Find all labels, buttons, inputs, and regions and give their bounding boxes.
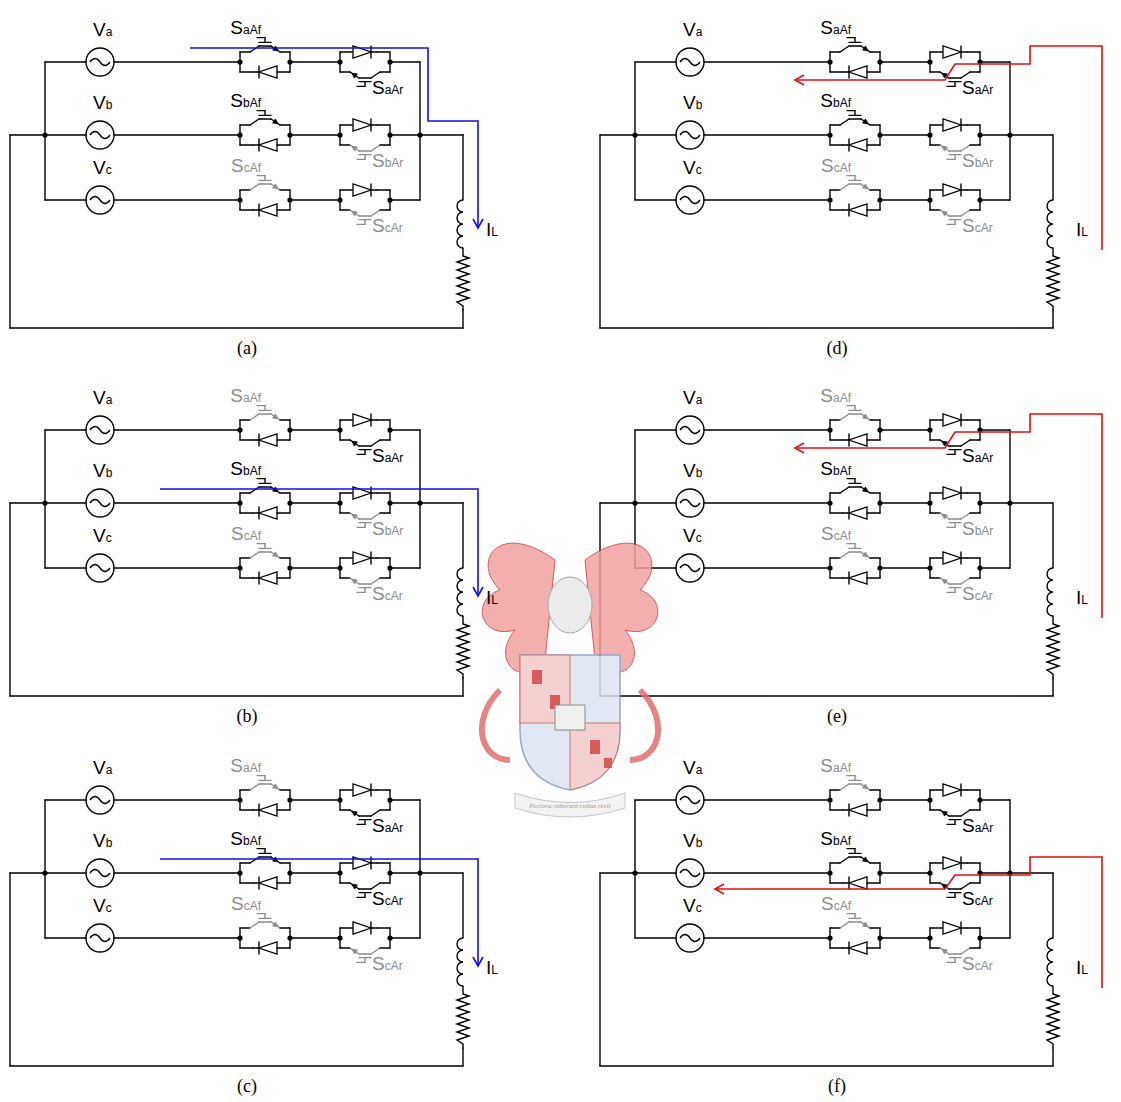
switch-label: SaAf	[230, 18, 261, 39]
source-label: Vc	[93, 896, 112, 917]
panel-label: (f)	[828, 1076, 846, 1097]
current-label: IL	[1076, 588, 1088, 609]
switch-label: ScAr	[372, 584, 403, 605]
switch-label: SaAr	[962, 816, 993, 837]
switch-label: SbAr	[372, 519, 403, 540]
switch-label: ScAf	[821, 156, 851, 177]
source-label: Vc	[683, 158, 702, 179]
switch-label: SaAf	[820, 18, 851, 39]
source-label: Va	[93, 388, 112, 409]
source-label: Vc	[93, 158, 112, 179]
crest-motto: Pectora roborant cultus recti	[529, 802, 610, 810]
current-label: IL	[486, 220, 498, 241]
panel-label: (e)	[827, 706, 847, 727]
switch-label: SbAr	[962, 151, 993, 172]
source-label: Vc	[683, 526, 702, 547]
switch-label: SaAf	[230, 386, 261, 407]
switch-label: SaAf	[820, 386, 851, 407]
switch-label: ScAf	[821, 524, 851, 545]
switch-label: ScAr	[962, 216, 993, 237]
source-label: Vb	[93, 93, 112, 114]
switch-label: SaAr	[372, 816, 403, 837]
switch-label: SbAf	[230, 459, 261, 480]
switch-label: ScAf	[231, 156, 261, 177]
source-label: Vb	[683, 831, 702, 852]
switch-label: SbAf	[820, 459, 851, 480]
switch-label: SaAr	[962, 78, 993, 99]
switch-label: ScAf	[231, 894, 261, 915]
switch-label: SaAr	[372, 78, 403, 99]
source-label: Vb	[93, 831, 112, 852]
current-label: IL	[486, 588, 498, 609]
switch-label: SbAr	[962, 519, 993, 540]
switch-label: ScAr	[372, 889, 403, 910]
source-label: Va	[93, 758, 112, 779]
panel-label: (a)	[237, 338, 257, 359]
panel-label: (b)	[237, 706, 258, 727]
current-label: IL	[1076, 958, 1088, 979]
switch-label: SbAr	[372, 151, 403, 172]
switch-label: SbAf	[230, 829, 261, 850]
switch-label: ScAf	[231, 524, 261, 545]
current-label: IL	[486, 958, 498, 979]
switch-label: SaAr	[372, 446, 403, 467]
source-label: Va	[93, 20, 112, 41]
source-label: Vb	[93, 461, 112, 482]
source-label: Vc	[93, 526, 112, 547]
switch-label: SaAf	[230, 756, 261, 777]
source-label: Va	[683, 388, 702, 409]
panel-label: (d)	[827, 338, 848, 359]
source-label: Vb	[683, 461, 702, 482]
source-label: Vc	[683, 896, 702, 917]
source-label: Vb	[683, 93, 702, 114]
switch-label: SbAf	[820, 829, 851, 850]
switch-label: SaAr	[962, 446, 993, 467]
switch-label: ScAr	[962, 954, 993, 975]
source-label: Va	[683, 20, 702, 41]
switch-label: ScAr	[372, 216, 403, 237]
switch-label: ScAf	[821, 894, 851, 915]
switch-label: SbAf	[230, 91, 261, 112]
switch-label: SaAf	[820, 756, 851, 777]
current-label: IL	[1076, 220, 1088, 241]
source-label: Va	[683, 758, 702, 779]
panel-label: (c)	[237, 1076, 257, 1097]
switch-label: SbAf	[820, 91, 851, 112]
switch-label: ScAr	[372, 954, 403, 975]
switch-label: ScAr	[962, 584, 993, 605]
switch-label: ScAr	[962, 889, 993, 910]
